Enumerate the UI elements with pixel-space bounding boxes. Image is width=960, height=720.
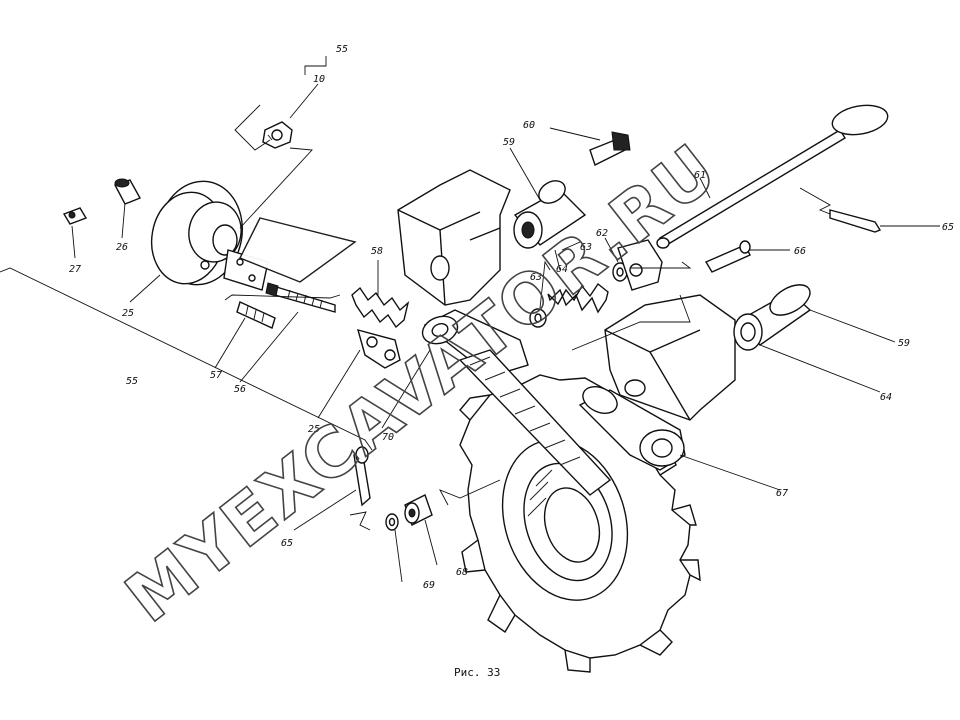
callout-61: 61 xyxy=(694,170,706,181)
callout-65-lower: 65 xyxy=(281,538,293,549)
housing-block-lower xyxy=(604,294,736,421)
bushing-68 xyxy=(404,494,433,526)
figure-caption: Рис. 33 xyxy=(454,666,500,679)
callout-67: 67 xyxy=(776,488,788,499)
callout-64-upper: 64 xyxy=(556,264,568,275)
callout-69: 69 xyxy=(423,580,435,591)
callout-59-lower: 59 xyxy=(898,338,910,349)
crank-lever-70 xyxy=(421,309,612,496)
callout-56: 56 xyxy=(234,384,246,395)
sprocket-wheel xyxy=(459,374,701,673)
callout-66: 66 xyxy=(794,246,806,257)
callout-25-pulley: 25 xyxy=(122,308,134,319)
spring-63 xyxy=(547,282,609,314)
bracket-plate xyxy=(223,217,357,291)
callout-68: 68 xyxy=(456,567,468,578)
callout-64-lower: 64 xyxy=(880,392,892,403)
fitting-27 xyxy=(62,207,88,225)
callout-27: 27 xyxy=(69,264,81,275)
callout-63-spring: 63 xyxy=(580,242,592,253)
fitting-26 xyxy=(113,178,141,205)
callout-70: 70 xyxy=(382,432,394,443)
callout-58: 58 xyxy=(371,246,383,257)
bracket-25-small xyxy=(356,329,401,369)
callout-62: 62 xyxy=(596,228,608,239)
callout-55-left: 55 xyxy=(126,376,138,387)
pulley-25 xyxy=(150,180,244,286)
callout-10: 10 xyxy=(313,74,325,85)
leader-lines xyxy=(0,56,940,583)
sleeve-59-upper xyxy=(513,180,587,249)
washer-63 xyxy=(529,308,547,328)
callout-59-upper: 59 xyxy=(503,137,515,148)
nut-10 xyxy=(262,121,293,149)
callout-65-right: 65 xyxy=(942,222,954,233)
housing-block-upper xyxy=(397,169,511,306)
callout-26: 26 xyxy=(116,242,128,253)
rod-61 xyxy=(656,104,889,249)
bolt-56 xyxy=(265,282,336,313)
clevis-block xyxy=(617,239,663,291)
spring-58 xyxy=(351,286,410,329)
callout-labels: 55 10 27 26 25 57 56 55 58 25 70 65 69 6… xyxy=(69,44,954,591)
link-67 xyxy=(578,386,686,471)
callout-57: 57 xyxy=(210,370,222,381)
cotter-pin-65-right xyxy=(829,209,882,233)
callout-63-washer: 63 xyxy=(530,272,542,283)
callout-55-top: 55 xyxy=(336,44,348,55)
pin-57 xyxy=(236,301,276,329)
sleeve-59-lower xyxy=(733,284,812,351)
callout-60: 60 xyxy=(523,120,535,131)
pin-66 xyxy=(704,240,751,273)
bolt-60 xyxy=(589,131,631,166)
washer-69 xyxy=(385,513,399,531)
cotter-pin-65-lower xyxy=(353,446,371,507)
callout-25-bracket: 25 xyxy=(308,424,320,435)
